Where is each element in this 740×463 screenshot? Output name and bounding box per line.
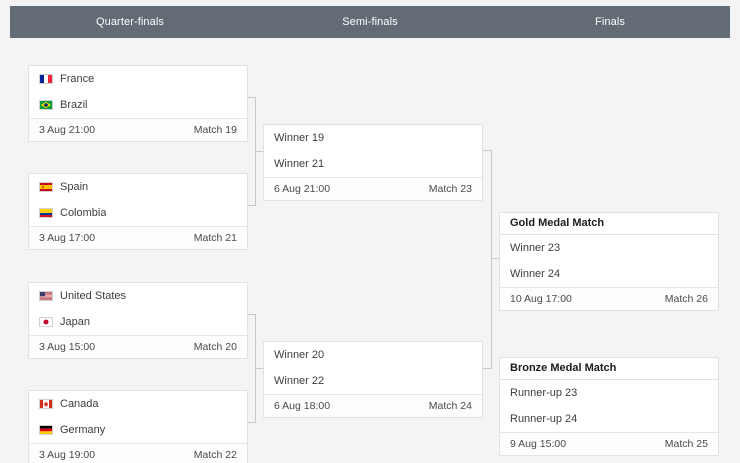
team-name: Canada — [60, 398, 99, 410]
match-footer: 6 Aug 21:00 Match 23 — [264, 177, 482, 200]
team-row[interactable]: Runner-up 23 — [500, 380, 718, 406]
team-name: Brazil — [60, 99, 88, 111]
match-box-qf1[interactable]: France Brazil 3 Aug 21:00 Match 19 — [28, 65, 248, 142]
match-date: 6 Aug 21:00 — [274, 183, 331, 195]
flag-canada-icon — [39, 399, 53, 409]
team-row[interactable]: United States — [29, 283, 247, 309]
team-name: Japan — [60, 316, 90, 328]
match-footer: 9 Aug 15:00 Match 25 — [500, 432, 718, 455]
match-id: Match 26 — [664, 293, 708, 305]
round-label: Semi-finals — [342, 16, 398, 28]
team-row[interactable]: Spain — [29, 174, 247, 200]
match-teams: Winner 23 Winner 24 — [500, 235, 718, 287]
match-date: 3 Aug 15:00 — [39, 341, 96, 353]
team-name: Winner 21 — [274, 158, 325, 170]
match-teams: Winner 20 Winner 22 — [264, 342, 482, 394]
flag-germany-icon — [39, 425, 53, 435]
flag-united-states-icon — [39, 291, 53, 301]
team-name: Winner 20 — [274, 349, 325, 361]
team-name: Spain — [60, 181, 89, 193]
match-footer: 3 Aug 17:00 Match 21 — [29, 226, 247, 249]
team-row[interactable]: Germany — [29, 417, 247, 443]
round-header-finals: Finals — [490, 6, 730, 38]
match-box-sf2[interactable]: Winner 20 Winner 22 6 Aug 18:00 Match 24 — [263, 341, 483, 418]
match-date: 9 Aug 15:00 — [510, 438, 567, 450]
match-title: Bronze Medal Match — [500, 358, 718, 380]
team-row[interactable]: Winner 24 — [500, 261, 718, 287]
match-id: Match 22 — [193, 449, 237, 461]
team-name: Runner-up 23 — [510, 387, 578, 399]
flag-france-icon — [39, 74, 53, 84]
match-box-sf1[interactable]: Winner 19 Winner 21 6 Aug 21:00 Match 23 — [263, 124, 483, 201]
match-id: Match 21 — [193, 232, 237, 244]
round-header-quarter-finals: Quarter-finals — [10, 6, 250, 38]
match-box-qf4[interactable]: Canada Germany 3 Aug 19:00 Match 22 — [28, 390, 248, 463]
round-label: Finals — [595, 16, 625, 28]
team-row[interactable]: Winner 21 — [264, 151, 482, 177]
team-row[interactable]: Winner 19 — [264, 125, 482, 151]
match-date: 10 Aug 17:00 — [510, 293, 572, 305]
match-box-bronze-medal[interactable]: Bronze Medal Match Runner-up 23 Runner-u… — [499, 357, 719, 456]
team-name: Winner 24 — [510, 268, 561, 280]
team-name: Winner 22 — [274, 375, 325, 387]
team-name: Germany — [60, 424, 106, 436]
flag-spain-icon — [39, 182, 53, 192]
team-name: Colombia — [60, 207, 107, 219]
match-box-qf2[interactable]: Spain Colombia 3 Aug 17:00 Match 21 — [28, 173, 248, 250]
match-footer: 3 Aug 15:00 Match 20 — [29, 335, 247, 358]
match-box-qf3[interactable]: United States Japan 3 Aug 15:00 Match 20 — [28, 282, 248, 359]
team-name: France — [60, 73, 95, 85]
match-id: Match 19 — [193, 124, 237, 136]
team-name: Runner-up 24 — [510, 413, 578, 425]
match-footer: 10 Aug 17:00 Match 26 — [500, 287, 718, 310]
team-row[interactable]: Canada — [29, 391, 247, 417]
flag-colombia-icon — [39, 208, 53, 218]
team-name: Winner 19 — [274, 132, 325, 144]
team-row[interactable]: Brazil — [29, 92, 247, 118]
team-row[interactable]: Winner 22 — [264, 368, 482, 394]
match-teams: Runner-up 23 Runner-up 24 — [500, 380, 718, 432]
match-id: Match 24 — [428, 400, 472, 412]
round-label: Quarter-finals — [95, 16, 165, 28]
team-row[interactable]: Runner-up 24 — [500, 406, 718, 432]
match-date: 3 Aug 17:00 — [39, 232, 96, 244]
match-id: Match 23 — [428, 183, 472, 195]
team-row[interactable]: Japan — [29, 309, 247, 335]
match-title: Gold Medal Match — [500, 213, 718, 235]
match-footer: 3 Aug 19:00 Match 22 — [29, 443, 247, 463]
team-row[interactable]: France — [29, 66, 247, 92]
match-teams: France Brazil — [29, 66, 247, 118]
match-date: 3 Aug 21:00 — [39, 124, 96, 136]
round-header-bar: Quarter-finals Semi-finals Finals — [10, 6, 730, 38]
match-teams: Canada Germany — [29, 391, 247, 443]
match-teams: Winner 19 Winner 21 — [264, 125, 482, 177]
match-date: 6 Aug 18:00 — [274, 400, 331, 412]
match-id: Match 25 — [664, 438, 708, 450]
team-row[interactable]: Winner 20 — [264, 342, 482, 368]
match-teams: Spain Colombia — [29, 174, 247, 226]
round-header-semi-finals: Semi-finals — [250, 6, 490, 38]
match-teams: United States Japan — [29, 283, 247, 335]
team-row[interactable]: Colombia — [29, 200, 247, 226]
match-id: Match 20 — [193, 341, 237, 353]
match-footer: 6 Aug 18:00 Match 24 — [264, 394, 482, 417]
match-box-gold-medal[interactable]: Gold Medal Match Winner 23 Winner 24 10 … — [499, 212, 719, 311]
team-name: United States — [60, 290, 127, 302]
team-name: Winner 23 — [510, 242, 561, 254]
team-row[interactable]: Winner 23 — [500, 235, 718, 261]
match-footer: 3 Aug 21:00 Match 19 — [29, 118, 247, 141]
flag-japan-icon — [39, 317, 53, 327]
match-date: 3 Aug 19:00 — [39, 449, 96, 461]
flag-brazil-icon — [39, 100, 53, 110]
